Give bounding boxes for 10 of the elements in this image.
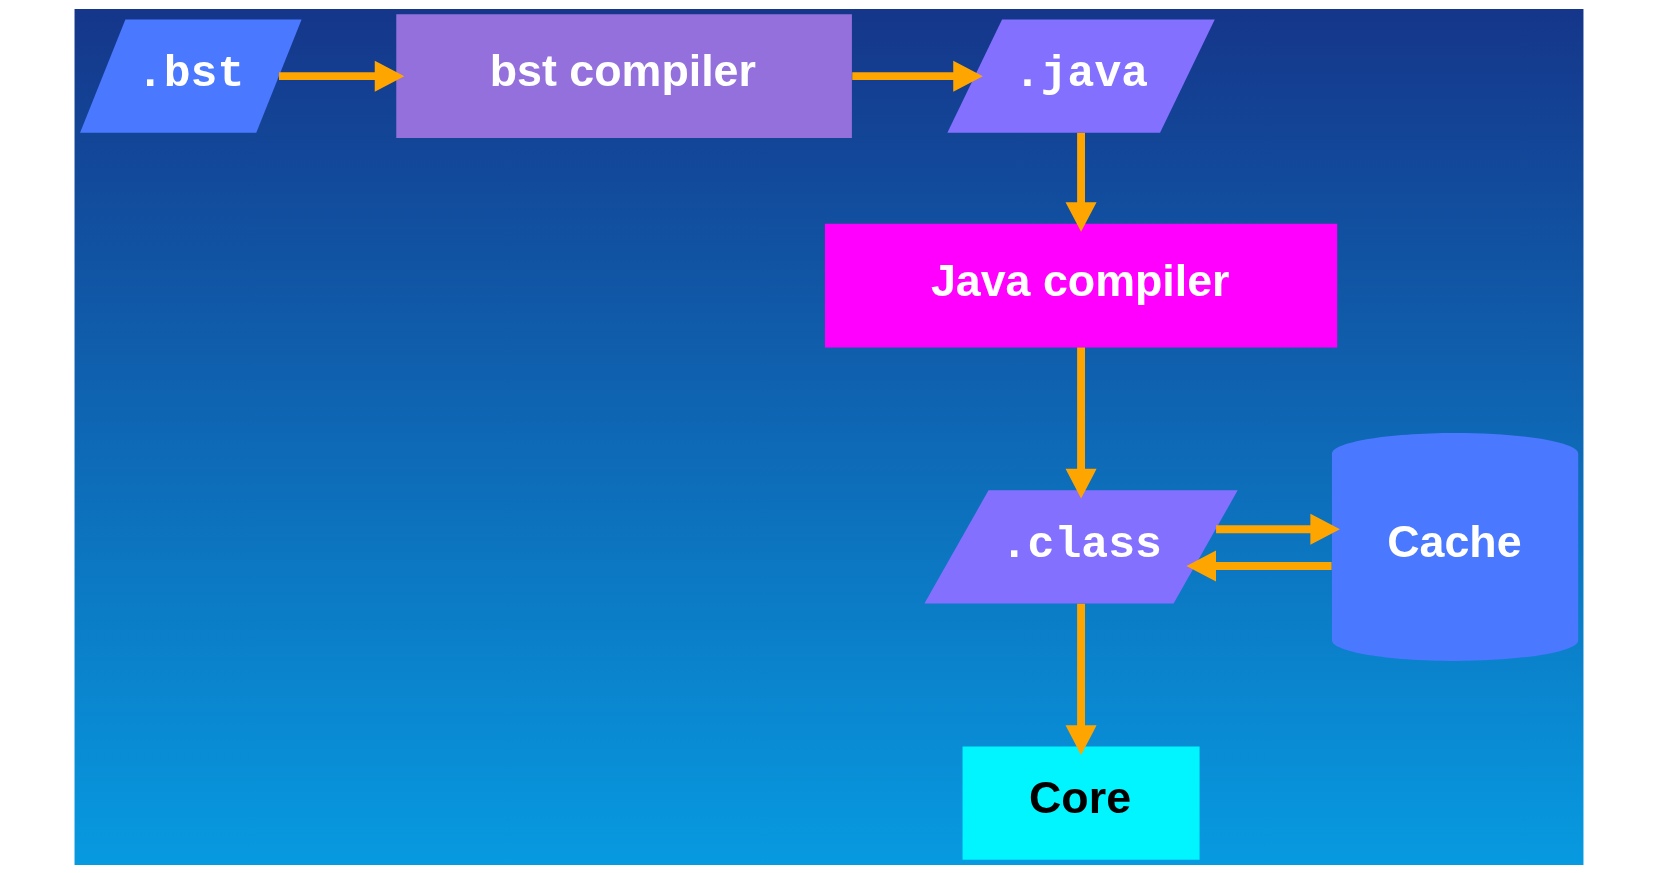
- arrow: [279, 60, 405, 92]
- arrow: [1216, 513, 1340, 545]
- arrow: [1065, 347, 1097, 498]
- node-box: bst compiler: [396, 13, 852, 138]
- node-box: Java compiler: [824, 223, 1338, 347]
- node-box: Core: [962, 746, 1200, 860]
- arrow: [1065, 132, 1097, 232]
- arrow: [1186, 550, 1332, 582]
- arrow: [1065, 603, 1097, 755]
- arrow: [852, 60, 983, 92]
